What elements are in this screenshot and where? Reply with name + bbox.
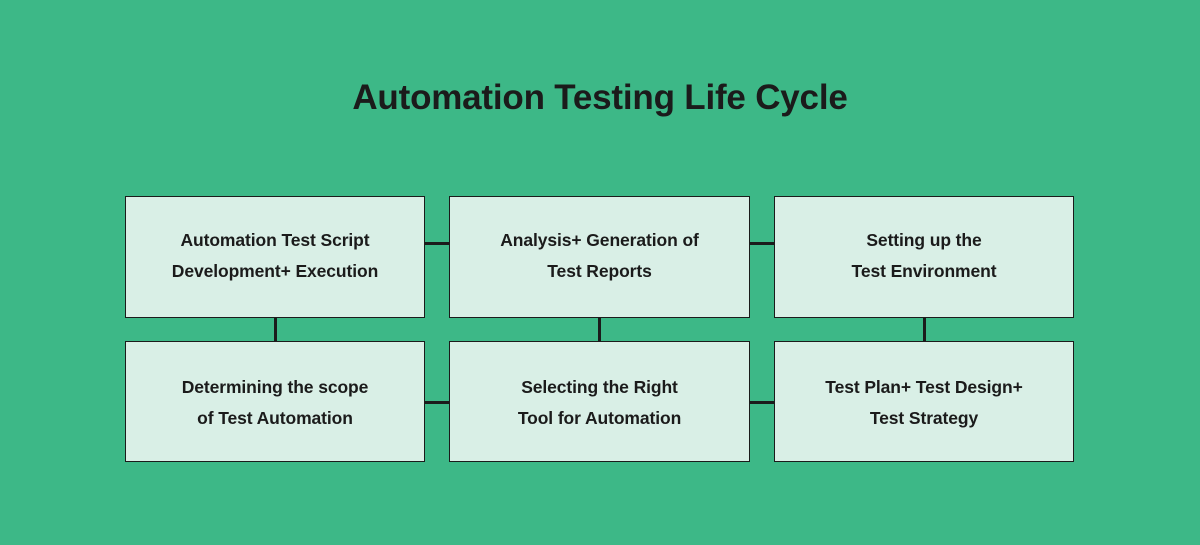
flowchart-node-label: Test Plan+ Test Design+ Test Strategy <box>825 377 1023 428</box>
flowchart-node-selecting-the-right-tool[interactable]: Selecting the Right Tool for Automation <box>449 341 750 462</box>
connector-node1-node4 <box>274 317 277 342</box>
flowchart-node-label: Analysis+ Generation of Test Reports <box>500 230 699 281</box>
flowchart-node-label: Determining the scope of Test Automation <box>181 377 369 428</box>
connector-node3-node6 <box>923 317 926 342</box>
connector-node2-node3 <box>749 242 775 245</box>
flowchart-node-label: Automation Test Script Development+ Exec… <box>171 230 379 281</box>
flowchart-node-analysis-generation-of-test-reports[interactable]: Analysis+ Generation of Test Reports <box>449 196 750 318</box>
connector-node1-node2 <box>424 242 450 245</box>
flowchart-node-test-plan-test-design-test-strategy[interactable]: Test Plan+ Test Design+ Test Strategy <box>774 341 1074 462</box>
flowchart-node-label: Selecting the Right Tool for Automation <box>517 377 682 428</box>
page-title: Automation Testing Life Cycle <box>352 78 848 117</box>
connector-node2-node5 <box>598 317 601 342</box>
connector-node5-node6 <box>749 401 775 404</box>
flowchart-node-automation-test-script[interactable]: Automation Test Script Development+ Exec… <box>125 196 425 318</box>
flowchart-node-determining-the-scope[interactable]: Determining the scope of Test Automation <box>125 341 425 462</box>
connector-node4-node5 <box>424 401 450 404</box>
flowchart-node-setting-up-the-test-environment[interactable]: Setting up the Test Environment <box>774 196 1074 318</box>
flowchart-node-label: Setting up the Test Environment <box>851 230 997 281</box>
